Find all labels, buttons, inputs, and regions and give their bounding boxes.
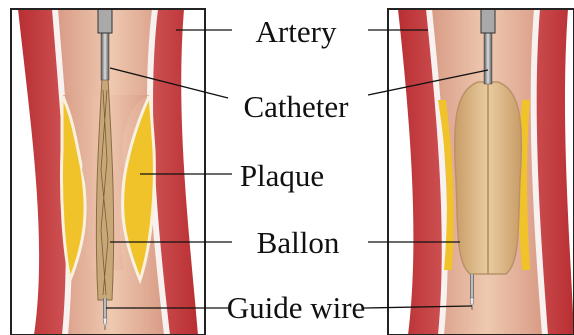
catheter-tube-left [101, 30, 109, 80]
label-plaque: Plaque [240, 158, 324, 193]
catheter-hub-right [481, 9, 495, 33]
label-balloon: Ballon [257, 225, 340, 260]
panel-before [18, 9, 198, 335]
label-catheter: Catheter [243, 89, 349, 124]
label-artery: Artery [256, 14, 337, 49]
panel-after [398, 9, 574, 335]
catheter-tube-right [484, 30, 492, 84]
catheter-hub-left [98, 9, 112, 33]
label-guide-wire: Guide wire [227, 290, 366, 325]
guide-wire-right [470, 274, 474, 298]
